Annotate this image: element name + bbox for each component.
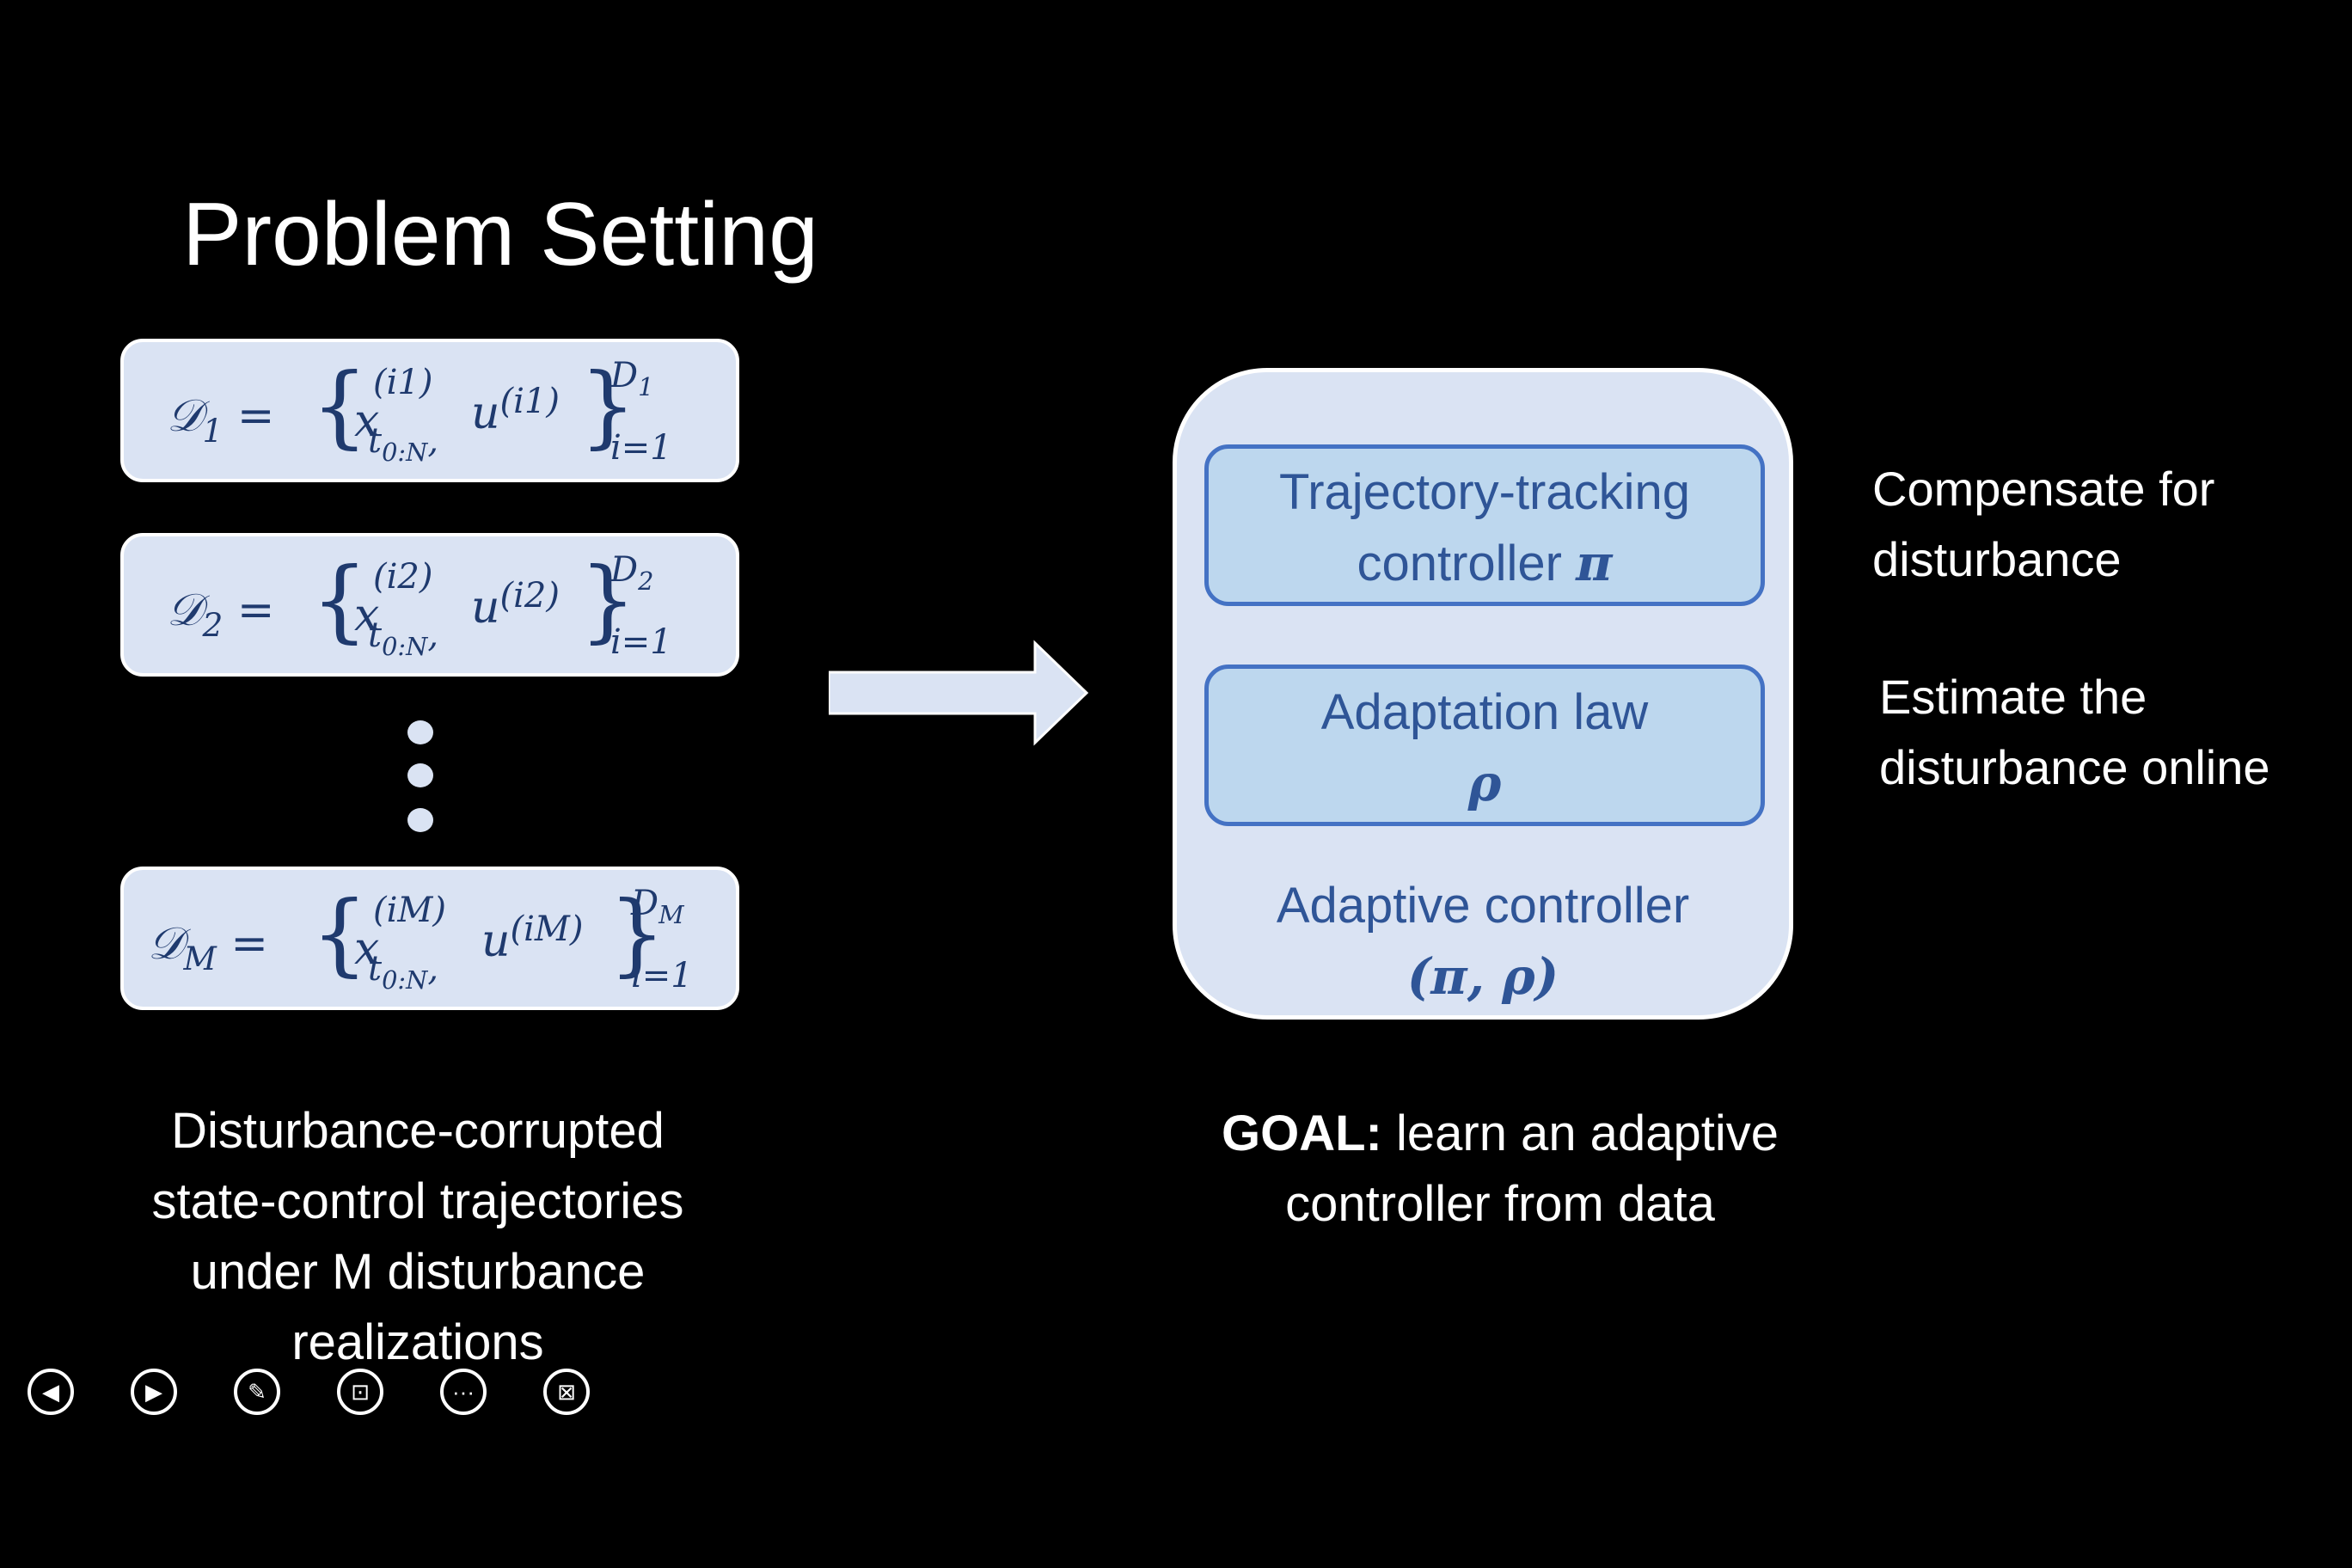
control-term: u(i2) [471,576,560,634]
next-slide-icon: ▶ [145,1378,162,1405]
zoom-button[interactable]: ⊡ [337,1369,383,1415]
control-term: u(iM) [481,910,584,967]
goal-label: GOAL: [1222,1106,1382,1161]
trajectory-tracking-controller-box: Trajectory-tracking controller π [1204,444,1765,606]
more-options-icon: ··· [452,1378,475,1405]
state-symbol: x [354,590,380,641]
dataset-size: DM [631,884,684,930]
controller-label-line1: Trajectory-tracking [1278,464,1691,520]
adaptive-controller-title: Adaptive controller [1276,878,1690,934]
time-range: t0:N, [368,616,439,662]
pi-rho-pair: (π, ρ) [1406,947,1559,1006]
previous-slide-button[interactable]: ◀ [28,1369,74,1415]
index-range: i=1 [610,622,672,662]
end-slideshow-button[interactable]: ⊠ [543,1369,590,1415]
time-range: t0:N, [368,949,439,995]
index-range: i=1 [610,428,672,468]
pen-tool-button[interactable]: ✎ [234,1369,280,1415]
ellipsis-dot [407,720,433,744]
dataset-box-1: 𝒟1 = { x (i1) t0:N, u(i1) } D1 i=1 [120,339,739,482]
left-brace: { [311,353,369,458]
pi-symbol: π [1576,534,1613,592]
dataset-symbol: 𝒟M = [148,918,268,978]
right-brace: } [579,548,637,652]
adaptation-law-box: Adaptation law ρ [1204,665,1765,826]
left-brace: { [311,548,369,652]
ellipsis-dot [407,763,433,787]
rho-symbol: ρ [1467,754,1502,812]
previous-slide-icon: ◀ [42,1378,59,1405]
adaptation-law-label: Adaptation law [1320,684,1649,740]
more-options-button[interactable]: ··· [440,1369,487,1415]
dataset-symbol: 𝒟2 = [167,585,275,645]
slide-title: Problem Setting [182,185,818,285]
left-brace: { [311,881,369,986]
adaptive-controller-label: Adaptive controller (π, ρ) [1177,871,1789,1013]
control-term: u(i1) [471,382,560,439]
dataset-box-2: 𝒟2 = { x (i2) t0:N, u(i2) } D2 i=1 [120,533,739,677]
ellipsis-dot [407,808,433,832]
right-brace: } [579,353,637,458]
compensate-note: Compensate for disturbance [1872,462,2215,586]
dataset-symbol: 𝒟1 = [167,390,275,450]
next-slide-button[interactable]: ▶ [131,1369,177,1415]
state-symbol: x [354,923,380,975]
controller-label-line2: controller π [1357,534,1613,592]
dataset-size: D1 [610,356,654,402]
dataset-box-m: 𝒟M = { x (iM) t0:N, u(iM) } DM i=1 [120,867,739,1010]
goal-caption: GOAL: learn an adaptive controller from … [1222,1106,1779,1232]
time-range: t0:N, [368,421,439,468]
adaptive-controller-box: Trajectory-tracking controller π Adaptat… [1173,368,1793,1020]
dataset-size: D2 [610,550,654,597]
state-superscript: (iM) [373,891,446,930]
right-arrow-icon [829,640,1089,746]
estimate-note: Estimate the disturbance online [1879,670,2270,794]
state-superscript: (i2) [373,557,433,597]
right-brace: } [609,881,666,986]
end-slideshow-icon: ⊠ [557,1378,576,1405]
left-caption: Disturbance-corrupted state-control traj… [151,1103,684,1370]
index-range: i=1 [631,956,693,995]
zoom-icon: ⊡ [351,1378,370,1405]
pen-icon: ✎ [248,1378,266,1405]
state-symbol: x [354,395,380,447]
state-superscript: (i1) [373,363,433,402]
